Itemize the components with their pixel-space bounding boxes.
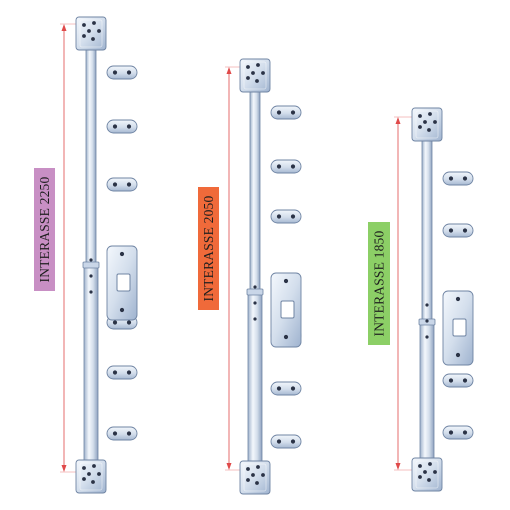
center-lock-plate-icon [442, 290, 474, 366]
interasse-label-1850: INTERASSE 1850 [372, 230, 387, 336]
interasse-label-2250: INTERASSE 2250 [37, 176, 52, 282]
mounting-bracket-icon [270, 105, 302, 120]
mounting-bracket-icon [270, 381, 302, 396]
mounting-bracket-icon [442, 171, 474, 186]
interasse-badge-1850: INTERASSE 1850 [368, 222, 390, 345]
mounting-bracket-icon [106, 365, 138, 380]
hinge-plate-icon [411, 107, 443, 142]
rod-2050 [246, 88, 264, 463]
mounting-bracket-icon [442, 425, 474, 440]
hinge-plate-icon [239, 58, 271, 93]
dimension-line-2250 [60, 23, 83, 473]
center-lock-plate-icon [270, 272, 302, 348]
mounting-bracket-icon [106, 426, 138, 441]
interasse-badge-2050: INTERASSE 2050 [198, 187, 219, 310]
mounting-bracket-icon [270, 209, 302, 224]
hinge-plate-icon [75, 16, 107, 51]
mounting-bracket-icon [106, 65, 138, 80]
mounting-bracket-icon [106, 177, 138, 192]
mounting-bracket-icon [442, 373, 474, 388]
center-lock-plate-icon [106, 245, 138, 321]
rod-1850 [418, 138, 436, 463]
mounting-bracket-icon [270, 159, 302, 174]
assembly-1850: INTERASSE 1850 [368, 107, 474, 492]
hinge-plate-icon [411, 457, 443, 492]
interasse-badge-2250: INTERASSE 2250 [34, 168, 55, 291]
hinge-plate-icon [75, 459, 107, 494]
interasse-label-2050: INTERASSE 2050 [201, 195, 216, 301]
mounting-bracket-icon [442, 223, 474, 238]
mounting-bracket-icon [270, 434, 302, 449]
assembly-2250: INTERASSE 2250 [34, 16, 138, 494]
rod-2250 [82, 45, 100, 465]
hinge-plate-icon [239, 460, 271, 495]
dimension-line-2050 [225, 66, 247, 471]
dimension-line-1850 [394, 116, 419, 471]
assembly-2050: INTERASSE 2050 [198, 58, 302, 495]
mounting-bracket-icon [106, 119, 138, 134]
